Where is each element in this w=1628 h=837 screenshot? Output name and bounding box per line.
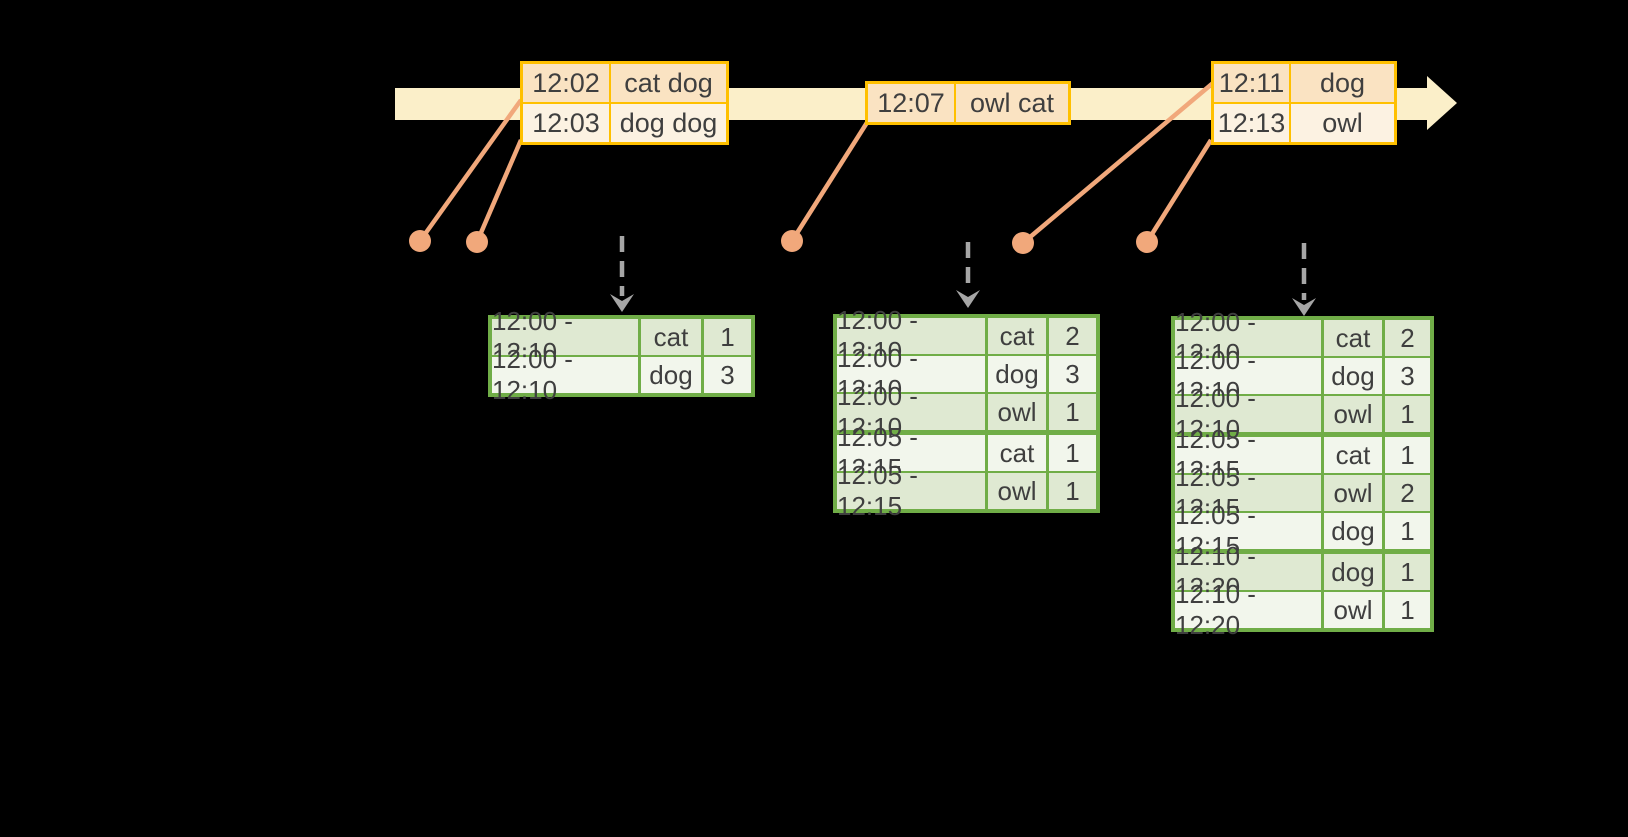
event-words-cell: cat dog [611, 64, 726, 102]
event-time-cell: 12:03 [523, 104, 609, 142]
count-cell: 3 [1049, 356, 1096, 392]
window-cell: 12:05 - 12:15 [837, 460, 985, 521]
event-words-cell: owl [1291, 104, 1394, 142]
count-cell: 1 [1385, 513, 1430, 549]
dashed-arrowhead-icon [956, 290, 980, 308]
count-cell: 1 [1385, 396, 1430, 432]
word-cell: owl [988, 473, 1046, 509]
connector-line [1021, 81, 1215, 245]
timeline-arrowhead-icon [1427, 76, 1457, 130]
count-cell: 1 [704, 319, 751, 355]
event-dot [1012, 232, 1034, 254]
connector-line [1145, 138, 1213, 244]
connector-line [418, 98, 523, 243]
count-cell: 2 [1049, 318, 1096, 354]
count-cell: 1 [1385, 437, 1430, 473]
word-cell: cat [641, 319, 701, 355]
event-time-cell: 12:02 [523, 64, 609, 102]
event-time-cell: 12:07 [868, 84, 954, 122]
window-cell: 12:00 - 12:10 [492, 306, 638, 367]
event-time-cell: 12:13 [1214, 104, 1289, 142]
count-cell: 2 [1385, 475, 1430, 511]
count-cell: 1 [1049, 473, 1096, 509]
event-words-cell: owl cat [956, 84, 1068, 122]
dashed-arrowhead-icon [610, 294, 634, 312]
word-cell: dog [988, 356, 1046, 392]
word-cell: dog [641, 357, 701, 393]
word-cell: dog [1324, 513, 1382, 549]
event-dot [466, 231, 488, 253]
connector-line [474, 139, 524, 243]
word-cell: cat [988, 435, 1046, 471]
word-cell: owl [988, 394, 1046, 430]
count-cell: 3 [704, 357, 751, 393]
window-cell: 12:00 - 12:10 [492, 344, 638, 405]
count-cell: 1 [1385, 554, 1430, 590]
word-cell: owl [1324, 475, 1382, 511]
event-time-cell: 12:11 [1214, 64, 1289, 102]
word-cell: dog [1324, 554, 1382, 590]
event-table-3: 12:11 dog 12:13 owl [1211, 61, 1397, 145]
result-table-1: 12:00 - 12:10 cat 1 12:00 - 12:10 dog 3 [488, 306, 755, 405]
word-cell: owl [1324, 396, 1382, 432]
event-dot [409, 230, 431, 252]
event-dot [1136, 231, 1158, 253]
word-cell: cat [1324, 320, 1382, 356]
word-cell: owl [1324, 592, 1382, 628]
window-cell: 12:00 - 12:10 [837, 305, 985, 366]
count-cell: 1 [1049, 394, 1096, 430]
connector-line [790, 119, 870, 243]
event-words-cell: dog [1291, 64, 1394, 102]
word-cell: cat [988, 318, 1046, 354]
window-cell: 12:10 - 12:20 [1175, 579, 1321, 640]
result-table-3: 12:00 - 12:10 cat 2 12:00 - 12:10 dog 3 … [1171, 307, 1434, 640]
result-table-2: 12:00 - 12:10 cat 2 12:00 - 12:10 dog 3 … [833, 305, 1100, 521]
count-cell: 1 [1385, 592, 1430, 628]
word-cell: dog [1324, 358, 1382, 394]
count-cell: 3 [1385, 358, 1430, 394]
event-table-1: 12:02 cat dog 12:03 dog dog [520, 61, 729, 145]
count-cell: 2 [1385, 320, 1430, 356]
count-cell: 1 [1049, 435, 1096, 471]
event-words-cell: dog dog [611, 104, 726, 142]
window-cell: 12:05 - 12:15 [1175, 424, 1321, 485]
word-cell: cat [1324, 437, 1382, 473]
event-dot [781, 230, 803, 252]
event-table-2: 12:07 owl cat [865, 81, 1071, 125]
dashed-arrowhead-icon [1292, 298, 1316, 316]
